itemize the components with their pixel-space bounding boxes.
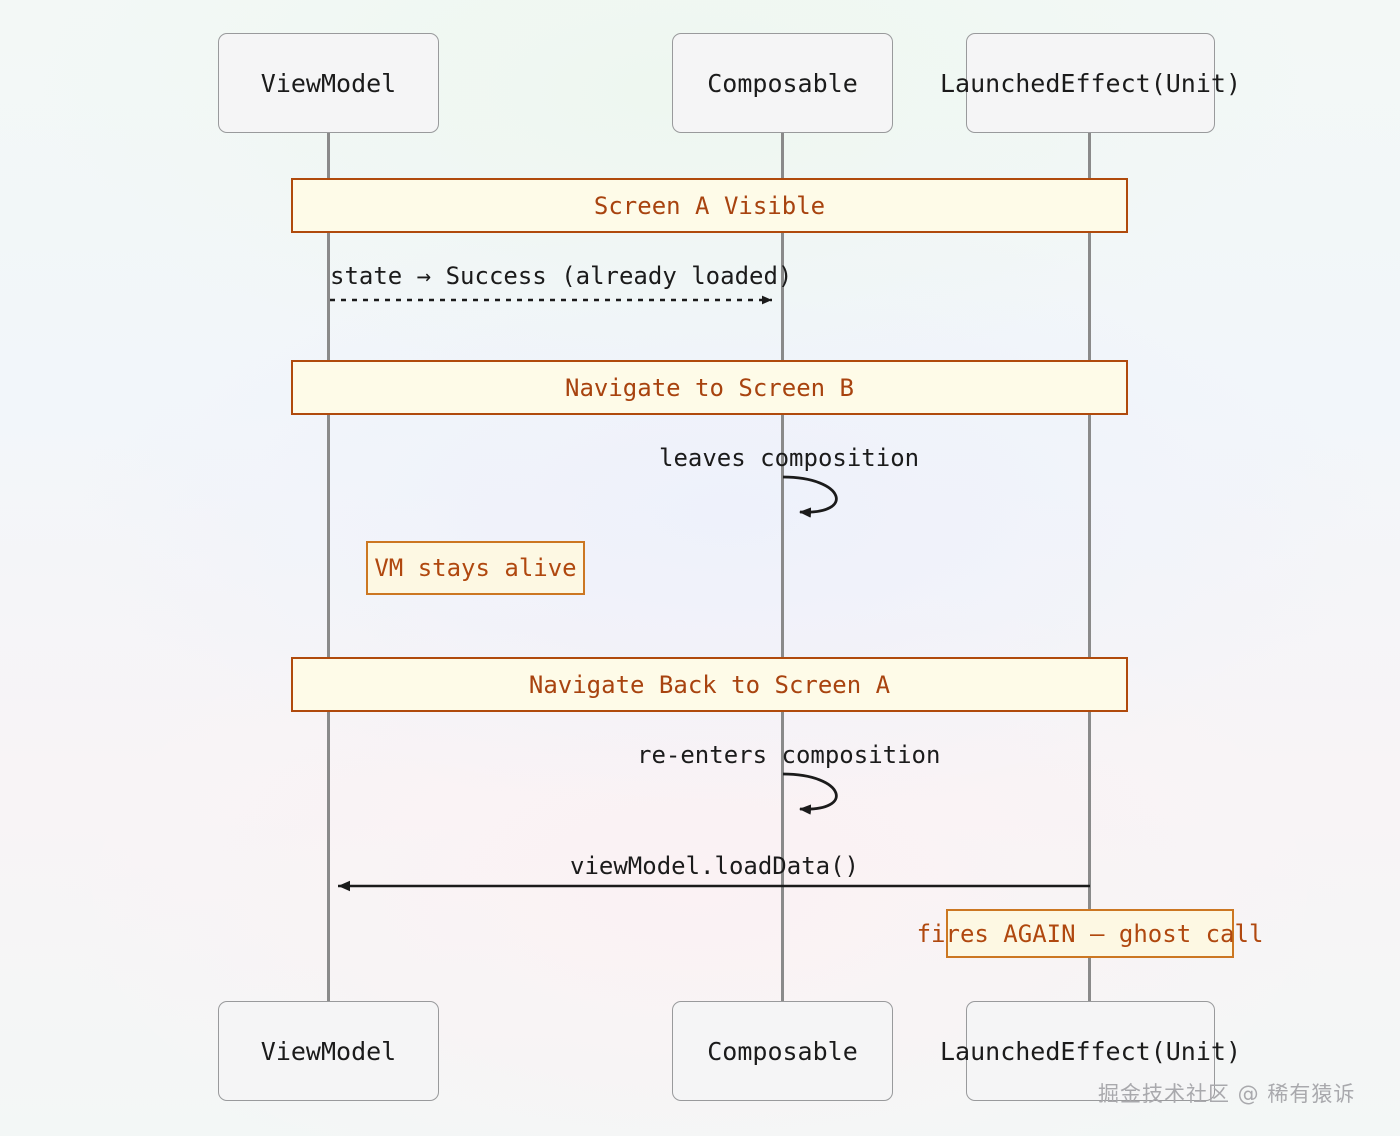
message-label-leaves-composition: leaves composition	[659, 444, 920, 472]
actor-box-composable-bottom[interactable]: Composable	[672, 1001, 893, 1101]
note-ghost-call[interactable]: fires AGAIN — ghost call	[917, 909, 1263, 958]
actor-label-launchedeffect: LaunchedEffect(Unit)	[939, 68, 1242, 98]
arrow-leaves-composition	[782, 475, 838, 518]
note-vm-stays-alive[interactable]: VM stays alive	[366, 541, 585, 595]
message-label-state-success: state → Success (already loaded)	[330, 262, 793, 290]
banner-navigate-back-to-screen-a[interactable]: Navigate Back to Screen A	[291, 657, 1128, 712]
actor-box-composable[interactable]: Composable	[672, 33, 893, 133]
message-label-re-enters-composition: re-enters composition	[637, 741, 941, 769]
arrow-re-enters-composition	[782, 772, 838, 815]
actor-label-composable-bottom: Composable	[707, 1036, 858, 1066]
watermark: 掘金技术社区 @ 稀有猿诉	[1098, 1082, 1356, 1106]
actor-box-launchedeffect-bottom[interactable]: LaunchedEffect(Unit)	[940, 1001, 1241, 1101]
message-label-load-data: viewModel.loadData()	[570, 852, 859, 880]
lifeline-viewmodel	[327, 133, 330, 1001]
banner-label-navigate-back-to-screen-a: Navigate Back to Screen A	[528, 670, 891, 699]
note-label-vm-stays-alive: VM stays alive	[374, 554, 577, 582]
note-label-ghost-call: fires AGAIN — ghost call	[916, 919, 1264, 948]
actor-box-viewmodel[interactable]: ViewModel	[218, 33, 439, 133]
lifeline-composable	[781, 133, 784, 1001]
banner-label-screen-a-visible: Screen A Visible	[593, 191, 826, 220]
lifeline-launchedeffect	[1088, 133, 1091, 1001]
banner-navigate-to-screen-b[interactable]: Navigate to Screen B	[291, 360, 1128, 415]
actor-box-launchedeffect[interactable]: LaunchedEffect(Unit)	[940, 33, 1241, 133]
actor-box-viewmodel-bottom[interactable]: ViewModel	[218, 1001, 439, 1101]
actor-label-viewmodel-bottom: ViewModel	[260, 1036, 397, 1066]
banner-screen-a-visible[interactable]: Screen A Visible	[291, 178, 1128, 233]
actor-label-launchedeffect-bottom: LaunchedEffect(Unit)	[939, 1036, 1242, 1066]
actor-label-composable: Composable	[707, 68, 858, 98]
actor-label-viewmodel: ViewModel	[260, 68, 397, 98]
banner-label-navigate-to-screen-b: Navigate to Screen B	[565, 373, 854, 402]
